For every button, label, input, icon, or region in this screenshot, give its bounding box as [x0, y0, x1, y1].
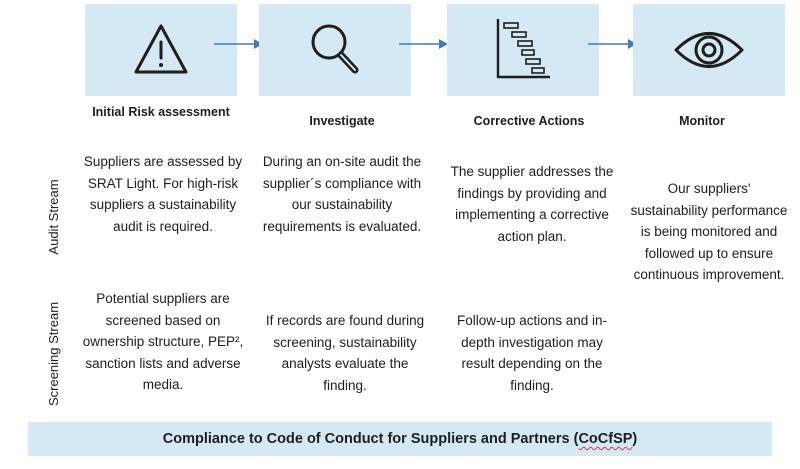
step-3-screening-text: Follow-up actions and in-depth investiga… — [456, 313, 608, 393]
step-1-screening-text: Potential suppliers are screened based o… — [82, 291, 244, 392]
step-1-title: Initial Risk assessment — [92, 105, 230, 119]
audit-stream-label: Audit Stream — [46, 179, 61, 255]
footer-text: Compliance to Code of Conduct for Suppli… — [162, 431, 579, 447]
magnifying-glass-icon — [311, 24, 359, 74]
eye-icon — [674, 32, 744, 68]
step-2-title: Investigate — [309, 114, 375, 128]
step-4-title: Monitor — [679, 114, 725, 128]
step-2-icon-box — [259, 4, 411, 96]
gantt-chart-icon — [496, 19, 550, 79]
footer-close-paren: ) — [632, 431, 638, 447]
step-3-title: Corrective Actions — [473, 114, 585, 128]
arrow-2 — [399, 39, 448, 49]
warning-triangle-icon — [134, 24, 188, 74]
step-3-audit-text: The supplier addresses the findings by p… — [450, 164, 614, 244]
footer-abbreviation: CoCfSP — [578, 431, 633, 447]
screening-stream-label: Screening Stream — [46, 301, 61, 407]
step-4-monitor-text: Our suppliers' sustainability performanc… — [630, 181, 788, 282]
footer-compliance-banner: Compliance to Code of Conduct for Suppli… — [28, 422, 772, 456]
step-1-audit-text: Suppliers are assessed by SRAT Light. Fo… — [83, 154, 243, 234]
step-1-icon-box — [85, 4, 237, 96]
arrow-1 — [214, 39, 263, 49]
step-4-icon-box — [633, 4, 785, 96]
arrow-3 — [588, 39, 637, 49]
step-3-icon-box — [447, 4, 599, 96]
step-2-screening-text: If records are found during screening, s… — [265, 313, 425, 393]
step-2-audit-text: During an on-site audit the supplier´s c… — [262, 154, 422, 234]
